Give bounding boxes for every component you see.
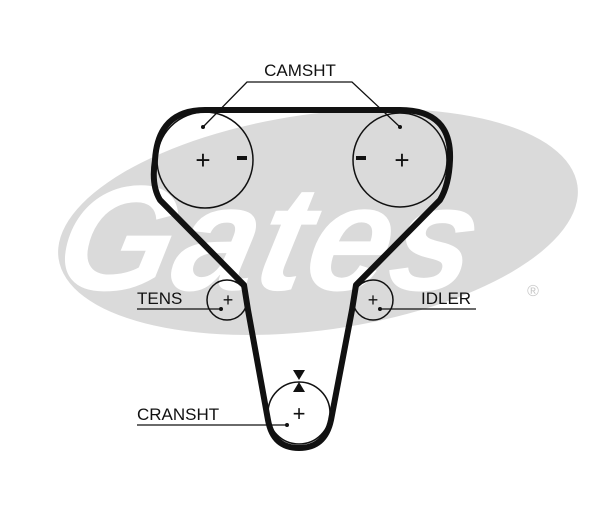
logo-text: Gates [43, 156, 495, 323]
timing-belt [150, 107, 454, 451]
camshaft-label: CAMSHT [264, 61, 336, 80]
timing-mark-down-icon [293, 370, 305, 380]
plus-mark: + [394, 145, 409, 175]
registered-mark: ® [527, 283, 539, 300]
plus-mark: + [368, 290, 379, 310]
timing-mark-up-icon [293, 382, 305, 392]
plus-mark: + [293, 401, 306, 426]
plus-mark: + [195, 145, 210, 175]
gates-logo: Gates ® [43, 109, 578, 335]
plus-mark: + [223, 290, 234, 310]
tensioner-label: TENS [137, 289, 182, 308]
leader-lines [137, 81, 476, 426]
minus-mark [356, 156, 366, 160]
minus-mark [237, 156, 247, 160]
idler-label: IDLER [421, 289, 471, 308]
crankshaft-label: CRANSHT [137, 405, 219, 424]
